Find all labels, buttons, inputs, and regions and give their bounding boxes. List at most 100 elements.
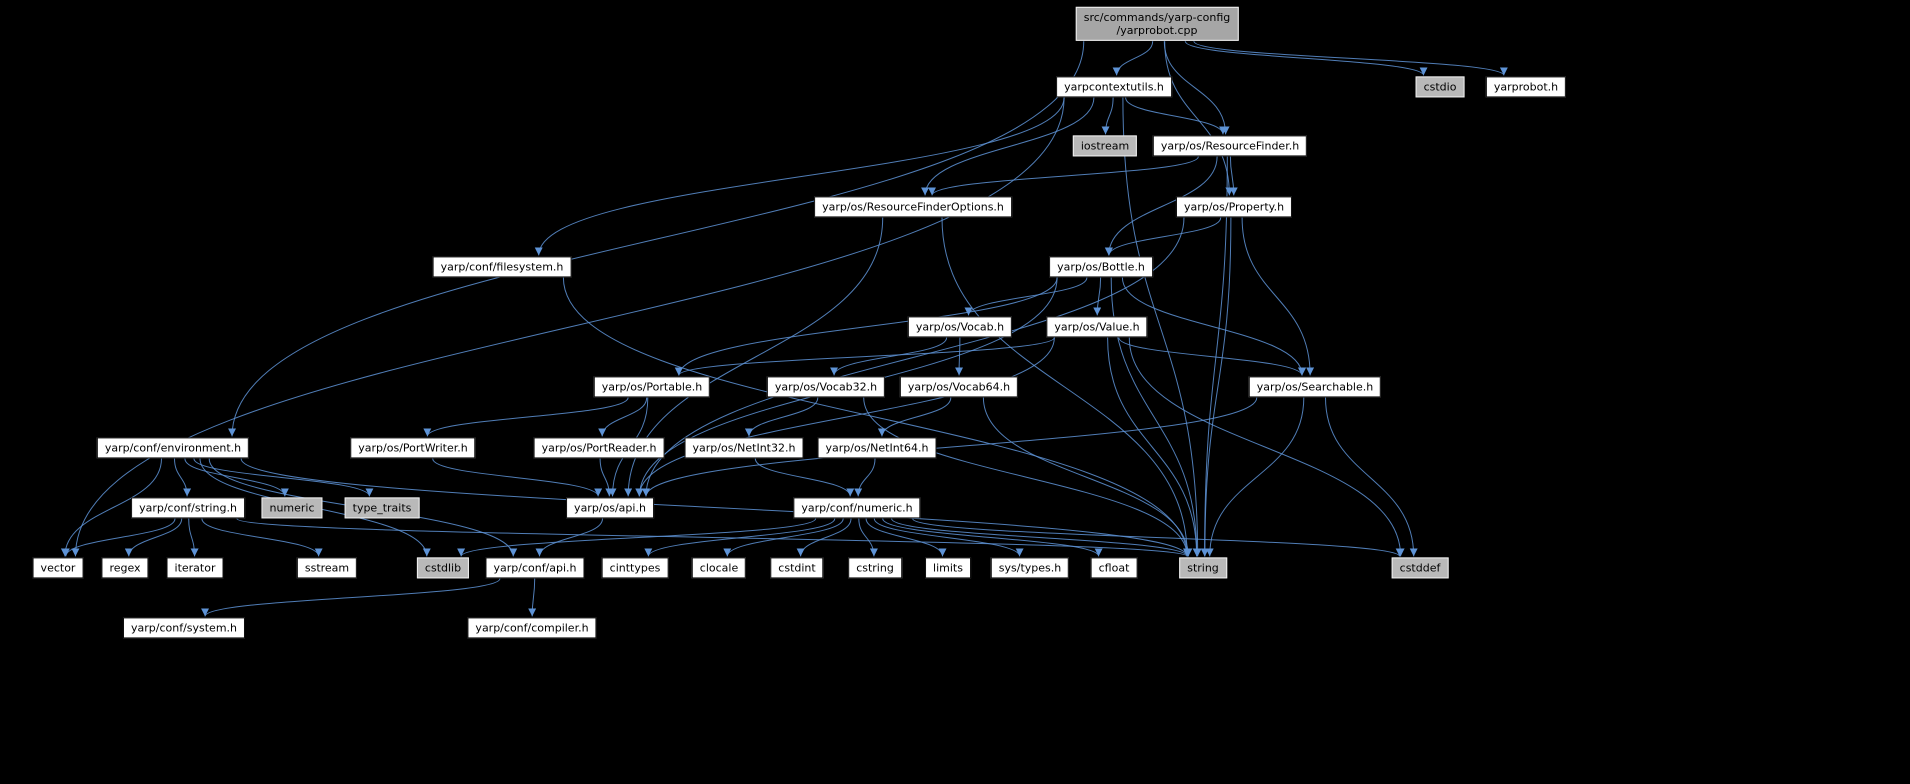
graph-edge-conf_numeric-to-cfloat [882,518,1103,557]
graph-edge-environment-to-numeric_std [184,458,289,497]
graph-edge-main-to-yarprobot_h [1193,40,1508,76]
graph-edge-conf_numeric-to-cstddef [912,518,1404,557]
graph-node-cstdio[interactable]: cstdio [1415,76,1465,98]
graph-node-conf_system[interactable]: yarp/conf/system.h [122,617,246,639]
graph-edge-environment-to-string [240,458,1192,557]
graph-node-vector[interactable]: vector [32,557,84,579]
graph-edge-vocab64-to-string [982,397,1193,557]
graph-edge-conf_numeric-to-cstring [858,518,878,557]
graph-edge-searchable-to-string [1205,397,1305,557]
graph-node-conf_numeric[interactable]: yarp/conf/numeric.h [793,497,921,519]
graph-edge-resourcefinder-to-string [1200,156,1228,557]
graph-node-sstream[interactable]: sstream [296,557,358,579]
graph-edge-main-to-resourcefinder [1163,41,1230,135]
graph-edge-yarpcontextutils-to-rfoptions [921,97,1095,196]
graph-edge-yarpcontextutils-to-filesystem [534,97,1065,256]
graph-node-type_traits[interactable]: type_traits [344,497,420,519]
graph-node-rfoptions[interactable]: yarp/os/ResourceFinderOptions.h [814,196,1012,218]
graph-node-cstdlib[interactable]: cstdlib [416,557,470,579]
graph-node-vocab[interactable]: yarp/os/Vocab.h [907,316,1013,338]
graph-edge-conf_numeric-to-limits [865,518,947,557]
graph-node-cinttypes[interactable]: cinttypes [601,557,669,579]
graph-edge-value-to-cstddef [1128,337,1405,557]
graph-node-regex[interactable]: regex [101,557,149,579]
graph-edge-conf_numeric-to-cstdint [796,518,852,557]
graph-edge-property-to-os_api [641,217,1185,497]
graph-edge-conf_numeric-to-sys_types [873,518,1024,557]
graph-node-numeric_std[interactable]: numeric [261,497,323,519]
graph-node-value[interactable]: yarp/os/Value.h [1046,316,1148,338]
graph-edge-value-to-string [1107,337,1201,557]
graph-node-conf_compiler[interactable]: yarp/conf/compiler.h [467,617,597,639]
graph-edge-main-to-environment [228,41,1085,437]
graph-edge-conf_api-to-conf_compiler [528,578,537,617]
graph-node-bottle[interactable]: yarp/os/Bottle.h [1049,256,1153,278]
graph-edge-conf_numeric-to-string [891,518,1192,557]
graph-node-cfloat[interactable]: cfloat [1090,557,1138,579]
graph-node-yarprobot_h[interactable]: yarprobot.h [1485,76,1567,98]
graph-edge-main-to-cstdio [1184,40,1428,76]
graph-edge-portable-to-portwriter [423,397,629,437]
graph-edge-conf_string-to-sstream [201,518,323,557]
graph-edge-yarpcontextutils-to-iostream [1101,97,1114,135]
graph-node-resourcefinder[interactable]: yarp/os/ResourceFinder.h [1152,135,1308,157]
graph-node-conf_api[interactable]: yarp/conf/api.h [485,557,585,579]
graph-edge-environment-to-vector [60,458,162,557]
graph-edge-portable-to-portreader [598,397,648,437]
graph-node-iterator[interactable]: iterator [166,557,224,579]
graph-edge-conf_string-to-regex [124,518,183,557]
graph-node-limits[interactable]: limits [925,557,971,579]
graph-edge-property-to-searchable [1241,217,1315,376]
graph-edge-environment-to-conf_string [174,458,192,497]
graph-edge-conf_string-to-string [236,518,1191,557]
graph-edge-yarpcontextutils-to-vector [71,97,1065,557]
graph-edge-property-to-string [1200,217,1232,557]
graph-edge-conf_api-to-conf_system [201,578,501,617]
graph-edge-os_api-to-conf_api [535,518,603,557]
graph-node-netint64[interactable]: yarp/os/NetInt64.h [817,437,937,459]
graph-node-clocale[interactable]: clocale [691,557,747,579]
graph-node-main[interactable]: src/commands/yarp-config /yarprobot.cpp [1075,6,1239,42]
graph-node-sys_types[interactable]: sys/types.h [990,557,1070,579]
graph-edge-netint64-to-conf_numeric [854,458,876,497]
graph-edge-searchable-to-os_api [642,397,1258,497]
graph-node-property[interactable]: yarp/os/Property.h [1175,196,1293,218]
graph-node-cstddef[interactable]: cstddef [1391,557,1449,579]
graph-edge-resourcefinder-to-property [1229,156,1238,196]
graph-edge-vocab-to-vocab32 [830,337,948,376]
graph-node-iostream[interactable]: iostream [1072,135,1138,157]
graph-edge-portreader-to-os_api [599,458,614,497]
graph-node-os_api[interactable]: yarp/os/api.h [566,497,654,519]
graph-edge-resourcefinder-to-rfoptions [928,156,1199,196]
graph-node-filesystem[interactable]: yarp/conf/filesystem.h [432,256,572,278]
graph-edge-value-to-searchable [1118,337,1306,376]
graph-edge-main-to-property [1164,41,1234,196]
graph-edge-conf_numeric-to-cstdlib [457,518,817,557]
graph-node-string[interactable]: string [1179,557,1227,579]
graph-node-environment[interactable]: yarp/conf/environment.h [96,437,250,459]
graph-edge-bottle-to-searchable [1121,277,1307,376]
graph-edge-filesystem-to-string [562,277,1192,557]
graph-node-netint32[interactable]: yarp/os/NetInt32.h [684,437,804,459]
graph-node-cstdint[interactable]: cstdint [770,557,824,579]
graph-node-yarpcontextutils[interactable]: yarpcontextutils.h [1056,76,1172,98]
graph-node-conf_string[interactable]: yarp/conf/string.h [131,497,245,519]
graph-node-vocab64[interactable]: yarp/os/Vocab64.h [899,376,1019,398]
graph-node-portable[interactable]: yarp/os/Portable.h [593,376,711,398]
graph-edge-portwriter-to-os_api [432,458,603,497]
graph-node-vocab32[interactable]: yarp/os/Vocab32.h [766,376,886,398]
graph-node-portreader[interactable]: yarp/os/PortReader.h [533,437,665,459]
graph-node-portwriter[interactable]: yarp/os/PortWriter.h [350,437,476,459]
graph-node-searchable[interactable]: yarp/os/Searchable.h [1248,376,1382,398]
graph-edge-bottle-to-vocab [964,277,1088,316]
graph-node-cstring[interactable]: cstring [848,557,902,579]
graph-edge-conf_numeric-to-clocale [723,518,844,557]
graph-edge-yarpcontextutils-to-resourcefinder [1125,97,1227,135]
graph-edge-conf_string-to-vector [61,518,176,557]
graph-edge-value-to-portable [674,337,1055,376]
graph-edge-searchable-to-cstddef [1325,397,1418,557]
graph-edge-vocab64-to-netint64 [877,397,952,437]
graph-edge-rfoptions-to-string [941,217,1192,557]
